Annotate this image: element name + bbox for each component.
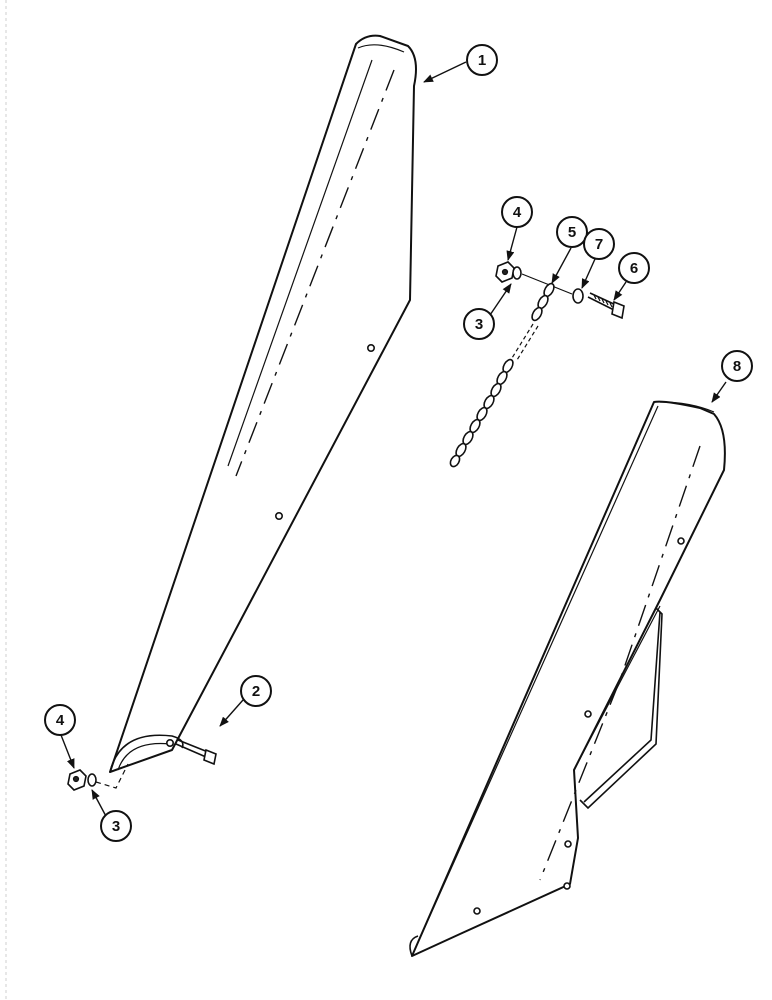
callout-5: 5 bbox=[556, 216, 588, 248]
mounting-hole bbox=[563, 882, 571, 890]
callout-3-lower: 3 bbox=[100, 810, 132, 842]
svg-text:7: 7 bbox=[595, 236, 603, 253]
callout-1: 1 bbox=[466, 44, 498, 76]
svg-text:3: 3 bbox=[475, 316, 483, 333]
mounting-hole bbox=[584, 710, 592, 718]
lower-nut-washer bbox=[67, 763, 129, 791]
lockwasher-icon bbox=[512, 266, 522, 280]
flat-washer-icon bbox=[572, 288, 584, 304]
bolt-part-2 bbox=[175, 739, 217, 766]
callout-2: 2 bbox=[240, 675, 272, 707]
leader-lines bbox=[60, 61, 727, 821]
lockwasher-icon bbox=[87, 773, 97, 787]
mounting-hole bbox=[677, 537, 685, 545]
callout-3-upper: 3 bbox=[463, 308, 495, 340]
callout-4-upper: 4 bbox=[501, 196, 533, 228]
mounting-hole bbox=[166, 738, 175, 747]
svg-text:8: 8 bbox=[733, 358, 741, 375]
mounting-hole bbox=[366, 343, 375, 352]
svg-text:4: 4 bbox=[56, 712, 65, 729]
svg-text:6: 6 bbox=[630, 260, 638, 277]
svg-text:2: 2 bbox=[252, 683, 260, 700]
mounting-hole bbox=[473, 907, 481, 915]
shield-part-8 bbox=[409, 400, 726, 957]
callout-4-lower: 4 bbox=[44, 704, 76, 736]
svg-text:5: 5 bbox=[568, 224, 576, 241]
mounting-hole bbox=[564, 840, 572, 848]
callout-6: 6 bbox=[618, 252, 650, 284]
mounting-hole bbox=[274, 511, 283, 520]
chain-part-5 bbox=[449, 282, 555, 468]
bolt-part-6 bbox=[587, 292, 625, 320]
svg-text:3: 3 bbox=[112, 818, 120, 835]
callout-8: 8 bbox=[721, 350, 753, 382]
svg-text:4: 4 bbox=[513, 204, 522, 221]
shield-part-1 bbox=[109, 34, 417, 773]
callout-7: 7 bbox=[583, 228, 615, 260]
upper-hardware-cluster bbox=[449, 261, 625, 468]
svg-text:1: 1 bbox=[478, 52, 486, 69]
